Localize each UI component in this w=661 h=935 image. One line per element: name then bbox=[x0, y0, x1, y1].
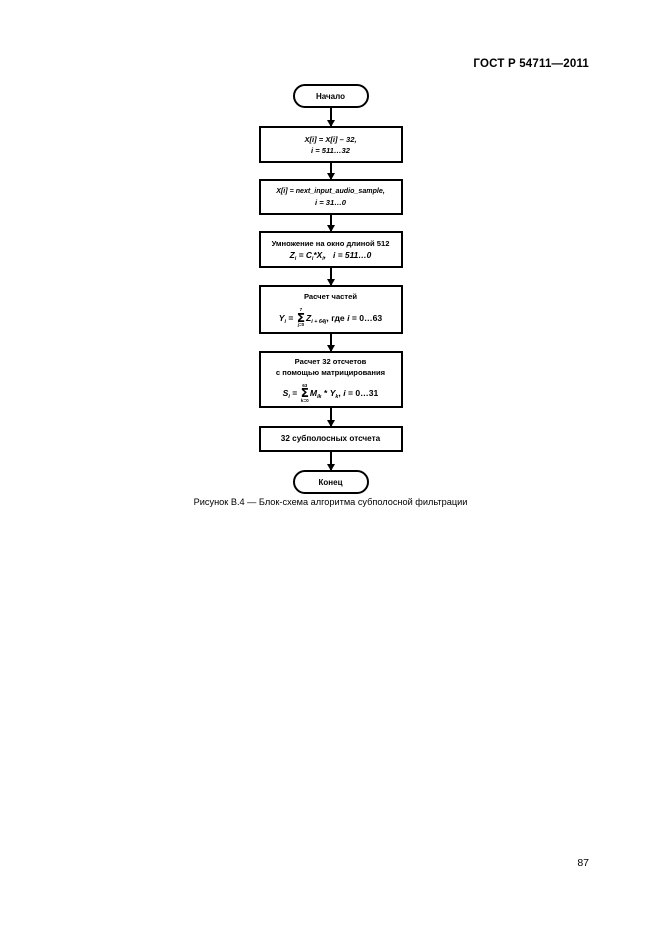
flowchart-node-window-multiply-line2: Zi = Ci*Xi, i = 511…0 bbox=[289, 249, 372, 262]
flowchart-node-output-subband-samples-label: 32 субполосных отсчета bbox=[280, 434, 381, 444]
flowchart-node-matrixing-line1: Расчет 32 отсчетов bbox=[294, 356, 367, 366]
flowchart-node-read-input-samples: X[i] = next_input_audio_sample, i = 31…0 bbox=[258, 179, 403, 215]
flowchart-arrow-5 bbox=[329, 334, 332, 351]
formula-equals: = bbox=[286, 312, 296, 323]
formula-range-value: = 0…63 bbox=[349, 312, 383, 323]
formula-term: Zi + 64j bbox=[306, 312, 327, 325]
flowchart-arrow-1 bbox=[329, 108, 332, 126]
formula-lhs: Si bbox=[282, 388, 290, 401]
summation-upper-limit: 7 bbox=[299, 307, 303, 313]
flowchart-node-start: Начало bbox=[292, 84, 369, 108]
flowchart-node-end: Конец bbox=[292, 470, 369, 494]
formula-term-y: Yk bbox=[329, 388, 339, 401]
formula-range: i bbox=[347, 312, 350, 323]
flowchart-node-partial-calculation: Расчет частей Yi = 7 Σ j=0 Zi + 64j , гд… bbox=[258, 285, 403, 334]
flowchart-arrow-7 bbox=[329, 452, 332, 470]
formula-range: i bbox=[343, 388, 346, 399]
flowchart-node-window-multiply-line1: Умножение на окно длиной 512 bbox=[271, 238, 390, 248]
sigma-glyph: Σ bbox=[296, 310, 306, 325]
page-number: 87 bbox=[577, 857, 589, 869]
formula-equals: = bbox=[289, 388, 300, 399]
flowchart-node-shift-samples: X[i] = X[i] – 32, i = 511…32 bbox=[258, 126, 403, 163]
flowchart-node-shift-samples-line1: X[i] = X[i] – 32, bbox=[304, 134, 357, 144]
document-header-standard-number: ГОСТ Р 54711—2011 bbox=[473, 58, 589, 70]
summation-symbol: 63 Σ k=0 bbox=[300, 382, 309, 403]
sigma-glyph: Σ bbox=[300, 386, 309, 401]
flowchart-node-start-label: Начало bbox=[316, 91, 345, 101]
figure-caption: Рисунок В.4 — Блок-схема алгоритма субпо… bbox=[193, 497, 468, 507]
flowchart-node-matrixing-line2: с помощью матрицирования bbox=[275, 367, 386, 377]
flowchart-arrow-4 bbox=[329, 268, 332, 285]
summation-lower-limit: j=0 bbox=[297, 322, 305, 328]
flowchart-arrow-2 bbox=[329, 163, 332, 179]
flowchart-node-partial-calculation-title: Расчет частей bbox=[303, 292, 358, 302]
flowchart-node-window-multiply: Умножение на окно длиной 512 Zi = Ci*Xi,… bbox=[258, 231, 403, 268]
flowchart-node-end-label: Конец bbox=[318, 477, 343, 487]
formula-tail: , bbox=[338, 388, 344, 399]
formula-term-matrix: Mik bbox=[309, 388, 322, 401]
flowchart-node-read-input-samples-line2: i = 31…0 bbox=[314, 197, 347, 207]
flowchart-arrow-6 bbox=[329, 408, 332, 426]
flowchart-node-matrixing: Расчет 32 отсчетов с помощью матрицирова… bbox=[258, 351, 403, 408]
flowchart-node-shift-samples-line2: i = 511…32 bbox=[311, 145, 350, 155]
formula-multiply: * bbox=[321, 388, 330, 399]
formula-tail: , где bbox=[326, 312, 348, 323]
flowchart-node-partial-calculation-formula: Yi = 7 Σ j=0 Zi + 64j , где i = 0…63 bbox=[279, 308, 382, 327]
flowchart-node-read-input-samples-line1: X[i] = next_input_audio_sample, bbox=[276, 187, 385, 196]
summation-symbol: 7 Σ j=0 bbox=[297, 308, 305, 327]
flowchart-node-matrixing-formula: Si = 63 Σ k=0 Mik * Yk , i = 0…31 bbox=[282, 382, 379, 403]
flowchart-arrow-3 bbox=[329, 215, 332, 231]
formula-lhs: Yi bbox=[278, 312, 287, 325]
summation-lower-limit: k=0 bbox=[300, 397, 309, 403]
flowchart-node-output-subband-samples: 32 субполосных отсчета bbox=[258, 426, 403, 452]
summation-upper-limit: 63 bbox=[302, 382, 308, 388]
formula-range-value: = 0…31 bbox=[345, 388, 379, 399]
flowchart-subband-filtering: Начало X[i] = X[i] – 32, i = 511…32 X[i]… bbox=[0, 84, 661, 494]
